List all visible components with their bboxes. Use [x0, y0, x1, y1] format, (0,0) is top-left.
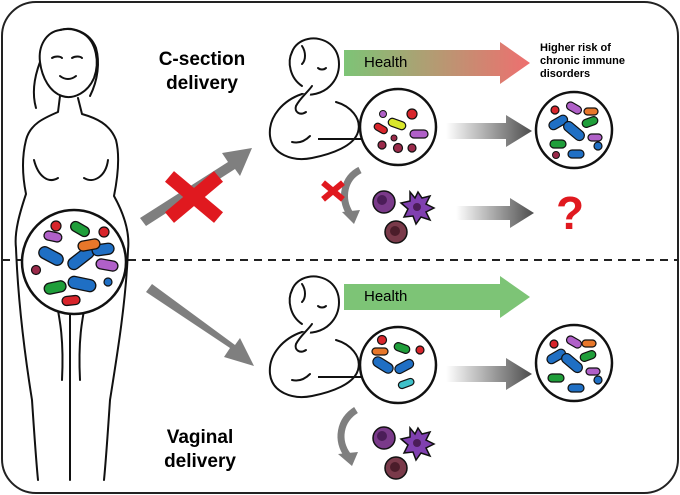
adult-microbiome-vaginal — [534, 323, 614, 403]
progression-arrow-bottom — [446, 358, 532, 390]
health-arrow-bottom — [344, 276, 530, 318]
mother-figure-icon — [14, 27, 130, 481]
outcome-label: Higher risk of chronic immune disorders — [540, 42, 625, 80]
vaginal-arrow — [146, 284, 254, 366]
progression-arrow-top — [446, 115, 532, 147]
csection-label: C-section delivery — [158, 49, 246, 94]
progression-arrow-question — [456, 198, 534, 228]
small-block-cross-icon — [321, 180, 345, 202]
question-mark: ? — [556, 187, 585, 239]
mother-microbiome — [20, 208, 128, 316]
immune-development-arrow-bottom — [337, 407, 359, 466]
block-cross-icon — [164, 171, 224, 223]
health-arrow-top — [344, 42, 530, 84]
adult-microbiome-csection — [534, 90, 614, 170]
health-label-bottom: Health — [364, 288, 408, 305]
infant-microbiome-vaginal — [358, 325, 438, 405]
immune-development-arrow-top — [341, 166, 362, 224]
infant-microbiome-csection — [358, 87, 438, 167]
vaginal-label: Vaginal delivery — [164, 427, 236, 472]
health-label-top: Health — [364, 54, 408, 71]
